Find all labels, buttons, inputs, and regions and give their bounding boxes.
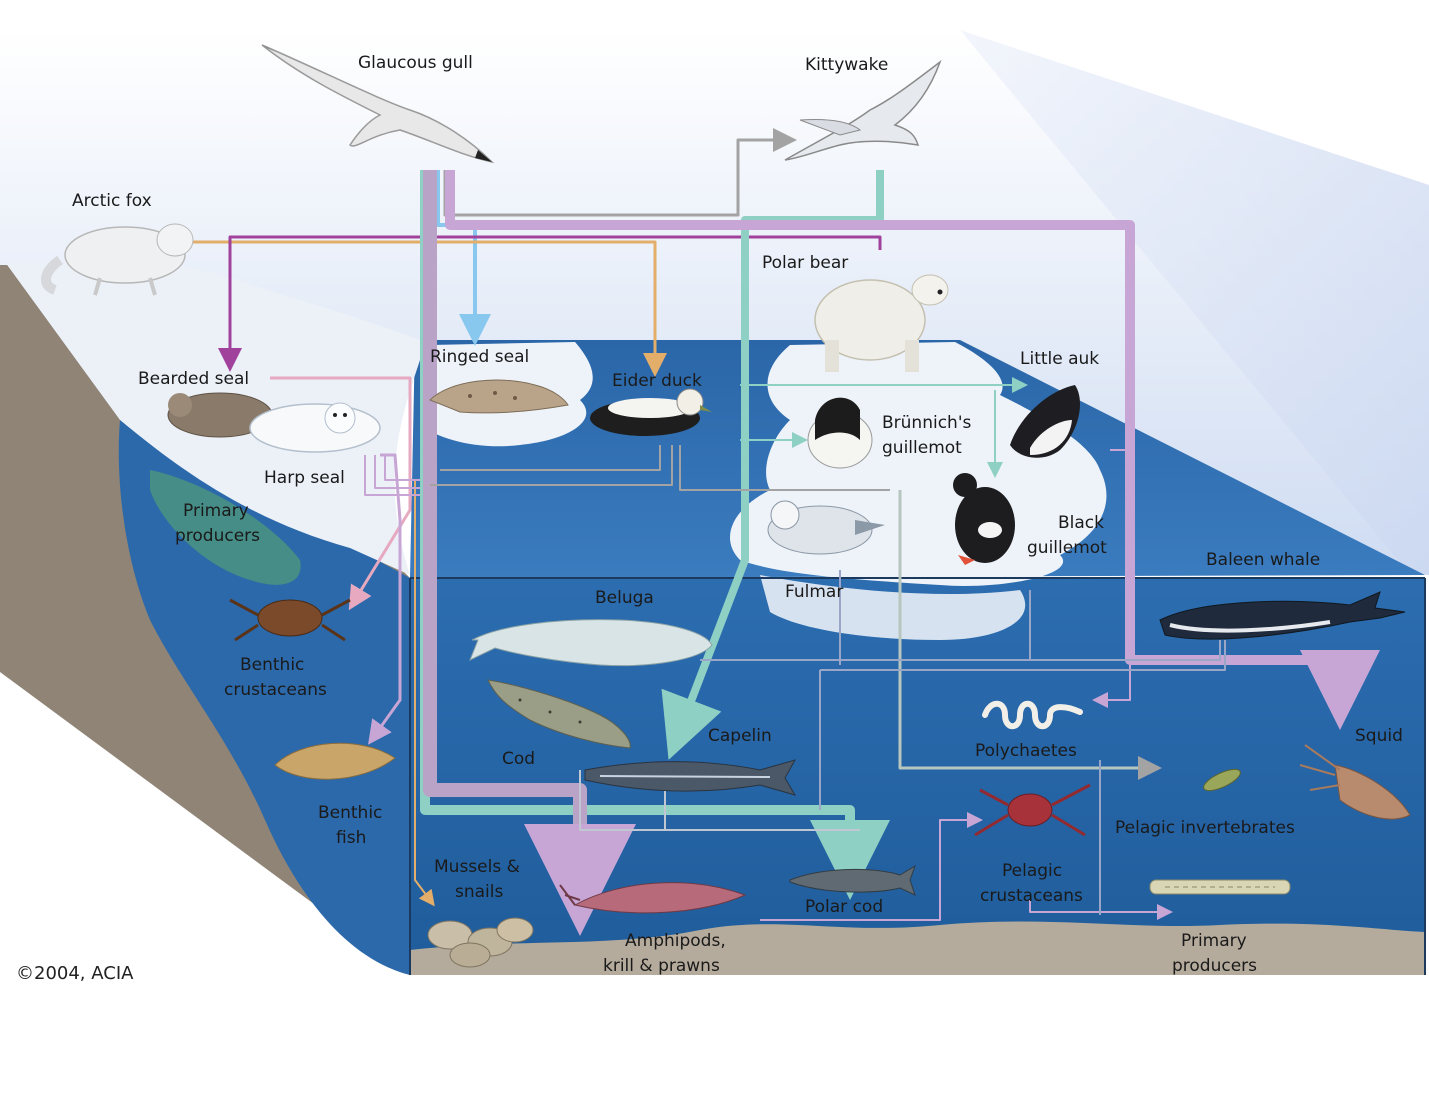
link-whale-grid (700, 570, 1226, 915)
link-squid-main (445, 170, 1380, 730)
link-to-polychaetes (1092, 449, 1131, 708)
link-harp-grid (364, 455, 420, 496)
sky-right-wall (960, 30, 1429, 575)
primary-producer-chain-figure (1149, 879, 1291, 895)
organisms (41, 44, 1411, 968)
label-beluga: Beluga (595, 588, 654, 608)
link-pelagic-invertebrates (898, 490, 1162, 780)
harp-seal-figure (249, 402, 381, 453)
label-pelagic-crustaceans-2: crustaceans (980, 886, 1083, 906)
label-bearded-seal: Bearded seal (138, 369, 249, 389)
link-bearded-to-benthic-crust (270, 376, 412, 611)
box-background (0, 29, 1429, 975)
label-polar-cod: Polar cod (805, 897, 883, 917)
label-pelagic-crustaceans-1: Pelagic (1002, 861, 1062, 881)
label-benthic-crustaceans-2: crustaceans (224, 680, 327, 700)
link-fox-to-eider (190, 240, 667, 377)
polar-cod-figure (789, 864, 916, 896)
label-primary-producers-ice-1: Primary (183, 501, 249, 521)
link-capelin-box (579, 770, 860, 831)
link-to-primary-producers (1029, 900, 1173, 920)
capelin-figure (584, 759, 797, 796)
black-guillemot-figure (953, 473, 1015, 565)
label-black-guillemot-2: guillemot (1027, 538, 1107, 558)
label-capelin: Capelin (708, 726, 772, 746)
bearded-seal-figure (167, 392, 273, 438)
ice-floe-fulmar-underside (760, 575, 1026, 640)
polychaete-figure (982, 700, 1083, 730)
baleen-whale-figure (1159, 591, 1406, 640)
link-gull-lilac (423, 170, 636, 936)
food-web-links (190, 128, 1380, 936)
label-kittywake: Kittywake (805, 55, 888, 75)
label-fulmar: Fulmar (785, 582, 843, 602)
squid-figure (1299, 744, 1411, 820)
pelagic-invertebrate-figure (1203, 768, 1241, 792)
label-arctic-fox: Arctic fox (72, 191, 152, 211)
brunnichs-guillemot-figure (807, 397, 873, 469)
label-benthic-fish-1: Benthic (318, 803, 382, 823)
sea-side-face (118, 420, 410, 975)
label-polychaetes: Polychaetes (975, 741, 1077, 761)
label-baleen-whale: Baleen whale (1206, 550, 1320, 570)
label-primary-producers-sea-1: Primary (1181, 931, 1247, 951)
label-harp-seal: Harp seal (264, 468, 345, 488)
link-bear-to-bearded-seal (218, 235, 882, 372)
amphipod-krill-prawn-figure (559, 882, 747, 914)
kittywake-figure (784, 59, 942, 161)
label-cod: Cod (502, 749, 535, 769)
fulmar-figure (767, 500, 885, 555)
eider-duck-figure (590, 388, 712, 436)
label-mussels-snails-1: Mussels & (434, 857, 520, 877)
mussels-snails-figure (427, 917, 534, 968)
beluga-figure (469, 619, 713, 667)
benthic-fish-figure (274, 742, 396, 780)
label-black-guillemot-1: Black (1058, 513, 1104, 533)
label-little-auk: Little auk (1020, 349, 1099, 369)
label-benthic-crustaceans-1: Benthic (240, 655, 304, 675)
label-mussels-snails-2: snails (455, 882, 503, 902)
little-auk-figure (1010, 385, 1080, 458)
label-polar-bear: Polar bear (762, 253, 848, 273)
label-eider-duck: Eider duck (612, 371, 702, 391)
benthic-crustacean-figure (229, 598, 351, 642)
seabed-front (410, 921, 1425, 975)
sea-front-face (410, 578, 1425, 975)
arctic-fox-figure (41, 223, 194, 296)
label-squid: Squid (1355, 726, 1403, 746)
cod-figure (487, 679, 631, 749)
label-primary-producers-sea-2: producers (1172, 956, 1257, 976)
organism-labels: Glaucous gull Kittywake Arctic fox Polar… (72, 53, 1403, 976)
pelagic-crustacean-figure (974, 783, 1091, 837)
polar-bear-figure (814, 274, 949, 372)
link-to-pelagic-crustaceans (760, 812, 983, 921)
label-brunnichs-guillemot-1: Brünnich's (882, 413, 971, 433)
ringed-seal-figure (429, 379, 569, 414)
label-amphipods-2: krill & prawns (603, 956, 720, 976)
label-benthic-fish-2: fish (336, 828, 366, 848)
copyright-credit: ©2004, ACIA (16, 963, 134, 984)
link-eider-grid (430, 445, 890, 491)
label-ringed-seal: Ringed seal (430, 347, 529, 367)
glaucous-gull-figure (261, 44, 495, 164)
primary-producers-benthic (150, 470, 301, 585)
label-amphipods-1: Amphipods, (625, 931, 726, 951)
link-harp-to-benthic-fish (368, 453, 402, 745)
label-glaucous-gull: Glaucous gull (358, 53, 473, 73)
label-primary-producers-ice-2: producers (175, 526, 260, 546)
label-brunnichs-guillemot-2: guillemot (882, 438, 962, 458)
label-pelagic-invertebrates: Pelagic invertebrates (1115, 818, 1295, 838)
